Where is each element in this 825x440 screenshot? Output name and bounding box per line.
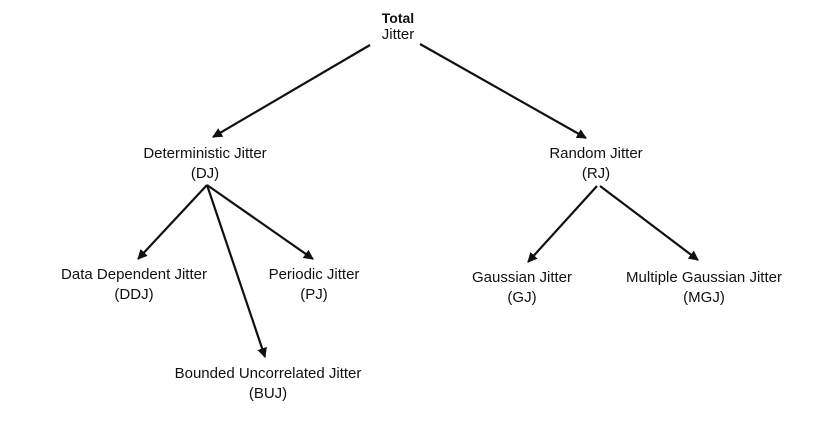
edge-total-to-dj: [212, 44, 371, 138]
node-multiple-gaussian-jitter: Multiple Gaussian Jitter (MGJ): [626, 268, 782, 308]
node-pj-name: Periodic Jitter: [268, 266, 360, 283]
edge-dj-to-pj: [206, 184, 314, 260]
node-ddj-abbr: (DDJ): [114, 286, 154, 303]
node-gj-name: Gaussian Jitter: [471, 269, 573, 286]
node-rj-abbr: (RJ): [581, 165, 611, 182]
node-dj-abbr: (DJ): [190, 165, 220, 182]
node-total-subtitle: Jitter: [381, 26, 415, 43]
edge-total-to-rj: [419, 43, 587, 139]
edge-dj-to-ddj: [137, 184, 208, 260]
node-dj-name: Deterministic Jitter: [143, 145, 267, 162]
node-total-title: Total: [381, 10, 415, 26]
node-deterministic-jitter: Deterministic Jitter (DJ): [143, 144, 266, 184]
edge-dj-to-buj: [205, 184, 267, 358]
edge-rj-to-gj: [527, 185, 598, 263]
node-buj-abbr: (BUJ): [248, 385, 288, 402]
node-random-jitter: Random Jitter (RJ): [549, 144, 642, 184]
node-pj-abbr: (PJ): [300, 286, 328, 303]
node-mgj-name: Multiple Gaussian Jitter: [626, 269, 782, 286]
node-rj-name: Random Jitter: [549, 145, 643, 162]
node-total-jitter: Total Jitter: [382, 10, 415, 44]
edge-rj-to-mgj: [599, 185, 699, 261]
node-bounded-uncorrelated-jitter: Bounded Uncorrelated Jitter (BUJ): [175, 364, 362, 404]
node-data-dependent-jitter: Data Dependent Jitter (DDJ): [61, 265, 207, 305]
node-periodic-jitter: Periodic Jitter (PJ): [269, 265, 360, 305]
node-gaussian-jitter: Gaussian Jitter (GJ): [472, 268, 572, 308]
node-ddj-name: Data Dependent Jitter: [61, 266, 207, 283]
node-buj-name: Bounded Uncorrelated Jitter: [174, 365, 362, 382]
node-mgj-abbr: (MGJ): [683, 289, 725, 306]
node-gj-abbr: (GJ): [507, 289, 537, 306]
